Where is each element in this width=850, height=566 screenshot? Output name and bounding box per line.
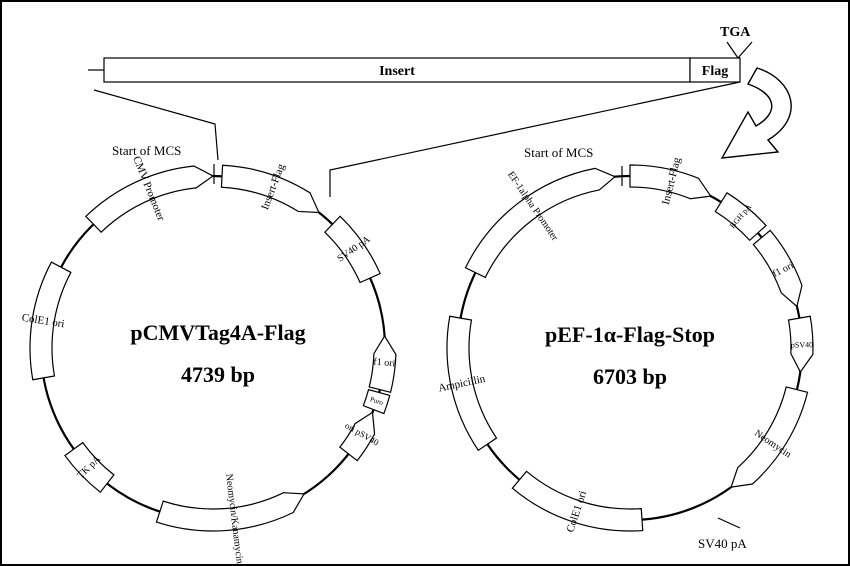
feature-segment: [323, 215, 381, 284]
feature-segment: [752, 229, 803, 308]
flag-box: [689, 57, 741, 83]
feature-label: Puro: [369, 395, 385, 407]
projection-line-left: [93, 89, 219, 161]
feature-segment: [446, 315, 498, 452]
feature-label: f1 ori: [373, 357, 396, 370]
feature-segment: [85, 165, 215, 234]
feature-segment: [714, 191, 767, 242]
feature-segment: [64, 441, 115, 494]
plasmid-left-name: pCMVTag4A-Flag: [130, 320, 305, 345]
mcs-label-left: Start of MCS: [112, 143, 181, 158]
feature-segment: [362, 388, 391, 415]
insert-box: [103, 57, 691, 83]
plasmid-left: Start of MCS pCMVTag4A-Flag 4739 bp CMV …: [21, 143, 397, 564]
plasmid-right: Start of MCS pEF-1α-Flag-Stop 6703 bp SV…: [437, 145, 814, 551]
plasmid-right-size: 6703 bp: [593, 364, 667, 389]
feature-segment: [464, 167, 617, 279]
sv40-label: SV40 pA: [698, 536, 747, 551]
projection-line-right: [329, 81, 741, 197]
feature-segment: [339, 411, 376, 462]
feature-segment: [220, 164, 320, 214]
insert-construct: Insert Flag TGA: [88, 25, 753, 197]
sv40-pointer: [717, 517, 741, 529]
insert-label: Insert: [379, 64, 415, 79]
flag-label: Flag: [702, 64, 728, 79]
feature-segment: [730, 386, 809, 488]
plasmid-right-name: pEF-1α-Flag-Stop: [545, 322, 715, 347]
transfer-arrow: [720, 67, 792, 159]
feature-segment: [629, 164, 712, 200]
feature-segment: [29, 261, 72, 381]
tga-label: TGA: [720, 25, 751, 40]
tga-marker: [726, 41, 753, 59]
feature-label: pSV40: [791, 340, 813, 349]
feature-segment: [511, 470, 644, 532]
feature-segment: [368, 334, 397, 393]
plasmid-left-size: 4739 bp: [181, 362, 255, 387]
feature-segment: [787, 315, 814, 374]
mcs-label-right: Start of MCS: [524, 145, 593, 160]
feature-segment: [155, 492, 306, 532]
